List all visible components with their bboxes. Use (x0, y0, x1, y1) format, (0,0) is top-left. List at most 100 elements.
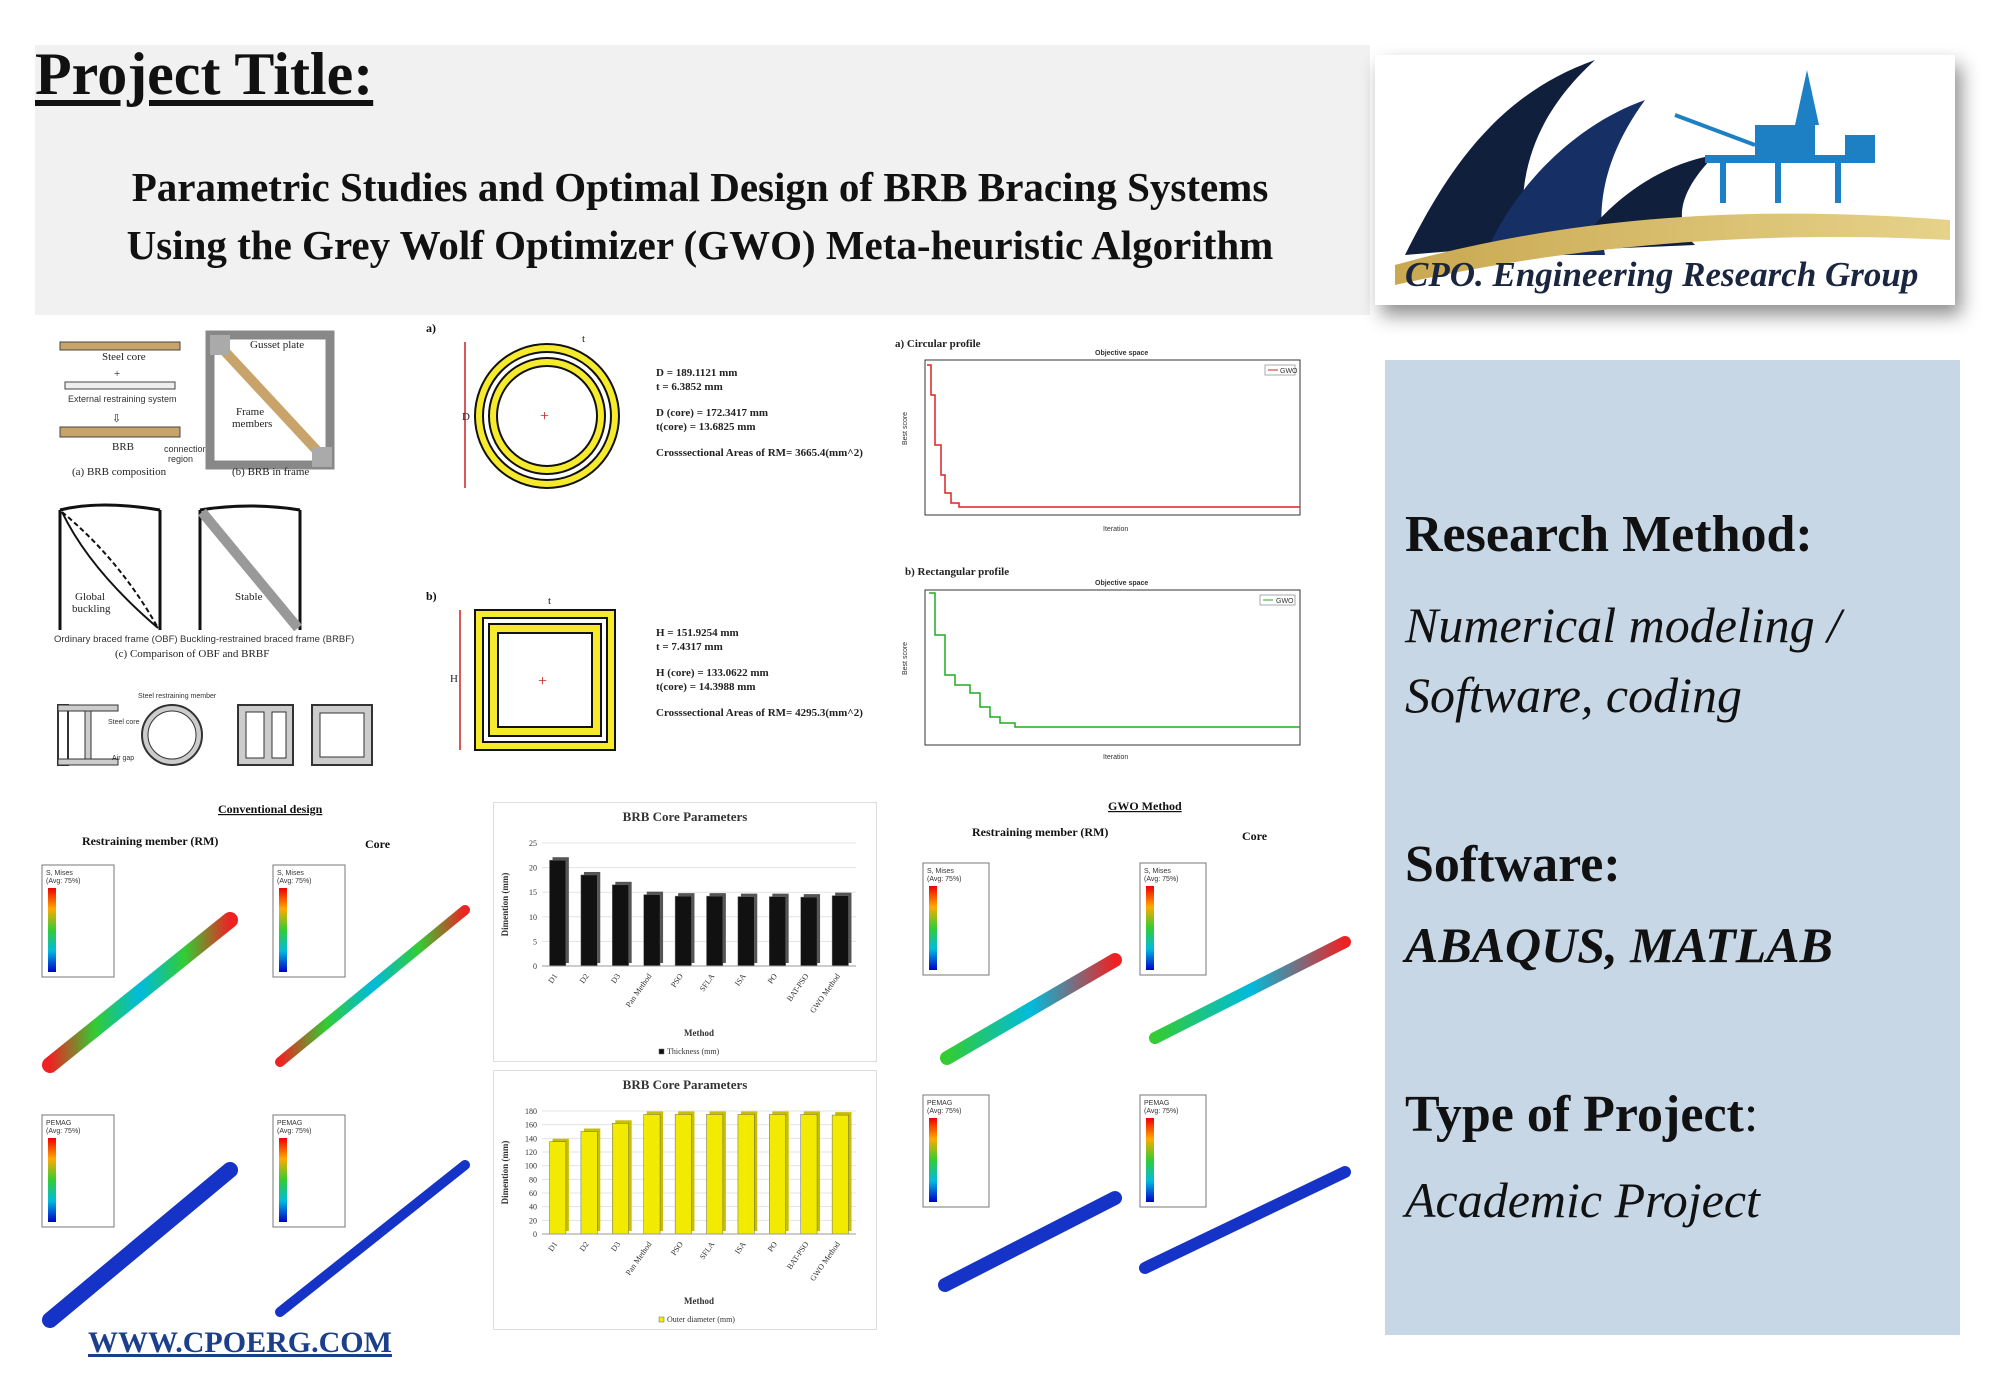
svg-text:(Avg: 75%): (Avg: 75%) (46, 878, 81, 885)
svg-text:D: D (462, 411, 470, 423)
y-tick-label: 60 (529, 1189, 537, 1198)
svg-text:+: + (538, 673, 547, 690)
chart-title: BRB Core Parameters (623, 809, 748, 824)
x-tick-label: Pan Method (624, 1240, 654, 1277)
svg-text:+: + (114, 368, 120, 380)
x-tick-label: D1 (546, 1240, 559, 1253)
website-link[interactable]: WWW.CPOERG.COM (88, 1326, 392, 1359)
fea-gwo: GWO Method Restraining member (RM) Core … (922, 800, 1351, 1292)
svg-text:PEMAG: PEMAG (46, 1120, 71, 1127)
svg-text:D = 189.1121 mm: D = 189.1121 mm (656, 367, 737, 379)
svg-text:t: t (548, 595, 551, 607)
info-panel: Research Method: Numerical modeling / So… (1385, 360, 1960, 1335)
svg-text:BRB: BRB (112, 441, 134, 453)
logo: CPO. Engineering Research Group (1375, 55, 1955, 305)
bar (831, 1114, 849, 1235)
bar (831, 895, 849, 967)
x-tick-label: PSO (669, 1240, 685, 1257)
project-title-label: Project Title: (35, 41, 374, 107)
bar (549, 1141, 567, 1235)
x-tick-label: ISA (733, 1240, 748, 1256)
software-value: ABAQUS, MATLAB (1405, 917, 1833, 973)
y-tick-label: 120 (525, 1148, 537, 1157)
svg-text:members: members (232, 418, 272, 430)
svg-text:Core: Core (365, 837, 391, 851)
svg-text:D (core) = 172.3417 mm: D (core) = 172.3417 mm (656, 407, 768, 419)
chart-diameter: BRB Core Parameters020406080100120140160… (500, 1077, 856, 1324)
svg-text:Best score: Best score (902, 642, 909, 675)
svg-text:(Avg: 75%): (Avg: 75%) (1144, 876, 1179, 883)
y-tick-label: 25 (529, 839, 537, 848)
svg-text:+: + (540, 408, 549, 425)
svg-text:Buckling-restrained braced fra: Buckling-restrained braced frame (BRBF) (180, 634, 354, 645)
svg-text:Gusset plate: Gusset plate (250, 339, 304, 351)
software-heading: Software: (1405, 836, 1621, 893)
bar (737, 896, 755, 967)
section-drawings: a) D + t D = 189.1121 mm t = 6.3852 mm D… (426, 321, 863, 751)
bar (674, 895, 692, 967)
svg-text:buckling: buckling (72, 603, 111, 615)
svg-text:PEMAG: PEMAG (1144, 1100, 1169, 1107)
svg-text:Best score: Best score (902, 412, 909, 445)
svg-text:S, Mises: S, Mises (927, 868, 954, 875)
project-title: Parametric Studies and Optimal Design of… (50, 158, 1350, 274)
arrow-down-icon: ⇩ (112, 413, 121, 425)
bar (612, 1123, 629, 1235)
y-axis-label: Dimention (mm) (500, 873, 510, 937)
x-tick-label: PO (766, 972, 779, 986)
svg-text:(b) BRB in frame: (b) BRB in frame (232, 466, 309, 478)
svg-text:t = 7.4317 mm: t = 7.4317 mm (656, 641, 723, 653)
svg-text:External restraining system: External restraining system (68, 394, 177, 404)
svg-text:S, Mises: S, Mises (46, 870, 73, 877)
y-tick-label: 10 (529, 913, 537, 922)
svg-text:Air gap: Air gap (112, 755, 134, 762)
svg-text:(Avg: 75%): (Avg: 75%) (927, 876, 962, 883)
bar (643, 1114, 661, 1235)
svg-text:Crosssectional Areas of RM= 42: Crosssectional Areas of RM= 4295.3(mm^2) (656, 707, 863, 719)
svg-text:Restraining member (RM): Restraining member (RM) (82, 834, 218, 848)
bar (549, 859, 567, 967)
legend-entry: Thickness (mm) (667, 1047, 720, 1056)
bar (769, 1114, 786, 1235)
legend-entry: Outer diameter (mm) (667, 1315, 735, 1324)
x-tick-label: SFLA (698, 1240, 717, 1261)
rectangular-dims: H = 151.9254 mm t = 7.4317 mm H (core) =… (656, 627, 863, 719)
svg-text:(a) BRB composition: (a) BRB composition (72, 466, 167, 478)
circular-dims: D = 189.1121 mm t = 6.3852 mm D (core) =… (656, 367, 863, 459)
svg-text:S, Mises: S, Mises (1144, 868, 1171, 875)
y-axis-label: Dimention (mm) (500, 1141, 510, 1205)
bar (800, 896, 818, 967)
bar (643, 894, 661, 967)
svg-text:Ordinary braced frame (OBF): Ordinary braced frame (OBF) (54, 634, 178, 645)
y-tick-label: 0 (533, 962, 537, 971)
bar (580, 874, 598, 967)
svg-text:Stable: Stable (235, 591, 263, 603)
svg-text:(Avg: 75%): (Avg: 75%) (927, 1108, 962, 1115)
legend-swatch (658, 1048, 665, 1055)
x-tick-label: D2 (578, 972, 591, 985)
svg-text:a) Circular profile: a) Circular profile (895, 338, 981, 350)
svg-text:t: t (582, 333, 585, 345)
svg-text:S, Mises: S, Mises (277, 870, 304, 877)
x-axis-label: Method (684, 1028, 714, 1038)
bar (706, 895, 724, 967)
svg-text:Restraining member (RM): Restraining member (RM) (972, 825, 1108, 839)
svg-text:t(core) = 13.6825 mm: t(core) = 13.6825 mm (656, 421, 756, 433)
logo-text: CPO. Engineering Research Group (1405, 255, 1919, 294)
research-method-heading: Research Method: (1405, 506, 1813, 563)
svg-text:t(core) = 14.3988 mm: t(core) = 14.3988 mm (656, 681, 756, 693)
header-band (35, 45, 1370, 315)
x-tick-label: BAT-PSO (785, 1240, 811, 1271)
svg-text:connection: connection (164, 444, 208, 454)
svg-text:Crosssectional Areas of RM= 36: Crosssectional Areas of RM= 3665.4(mm^2) (656, 447, 863, 459)
chart-title: BRB Core Parameters (623, 1077, 748, 1092)
legend-swatch (658, 1316, 665, 1323)
bar (580, 1131, 598, 1235)
research-method-value-2: Software, coding (1405, 667, 1743, 723)
bar (706, 1114, 724, 1235)
project-title-line2: Using the Grey Wolf Optimizer (GWO) Meta… (126, 222, 1274, 268)
x-tick-label: D1 (546, 972, 559, 985)
bar (612, 884, 629, 967)
svg-text:region: region (168, 454, 193, 464)
